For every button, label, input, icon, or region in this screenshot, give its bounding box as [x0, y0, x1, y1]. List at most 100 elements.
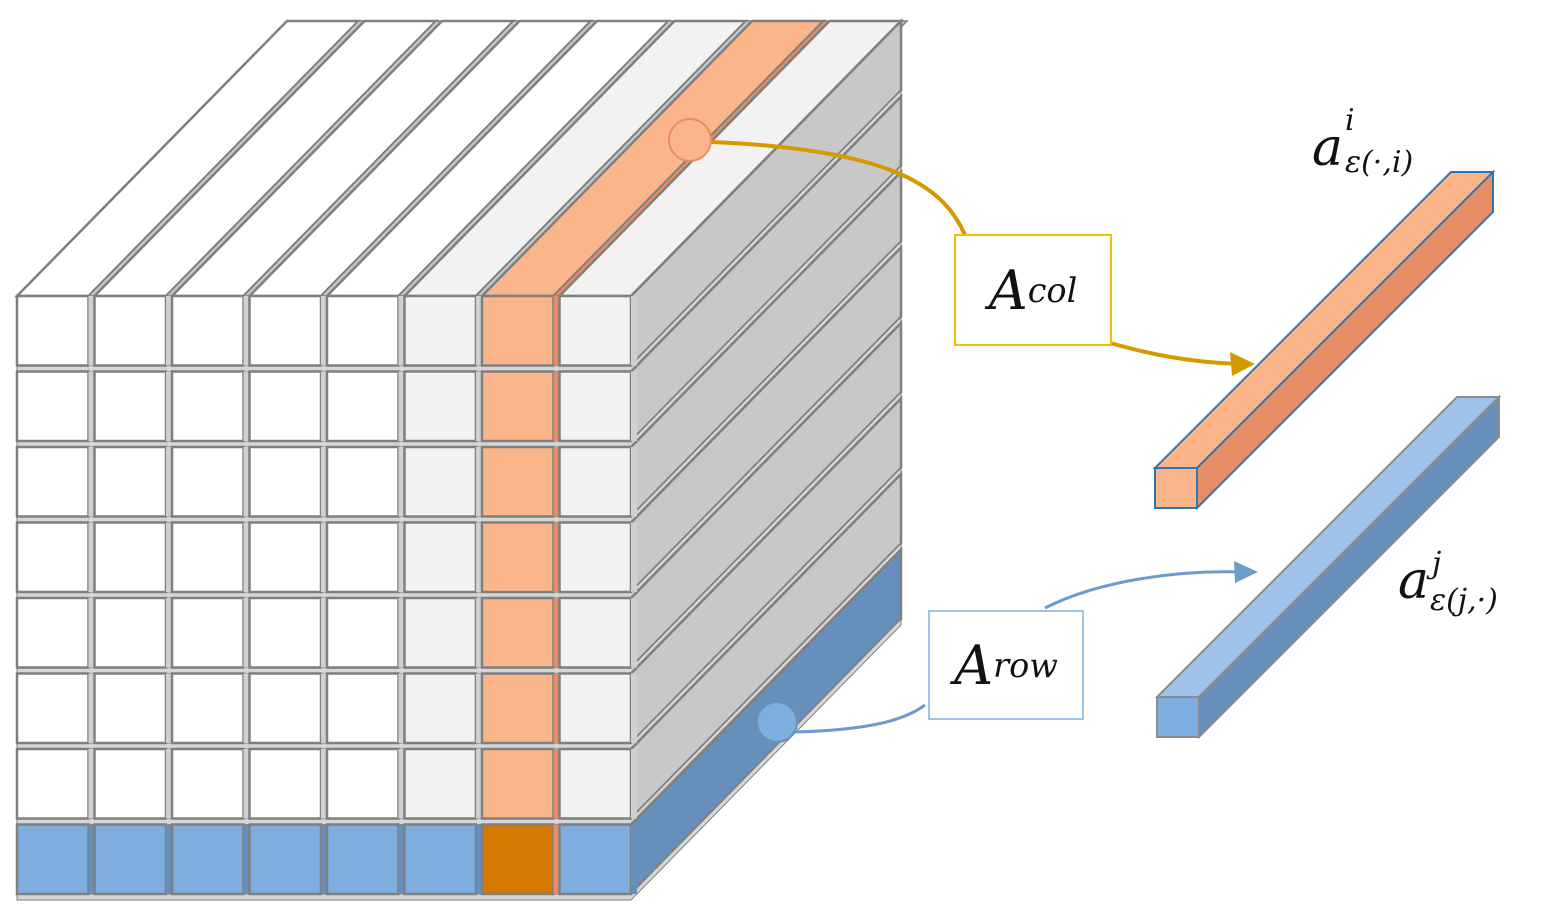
- cell-gap-r8-c7: [553, 824, 560, 894]
- col-vector-sub: ε(·,i): [1345, 145, 1413, 180]
- cell-gap-r3-c4: [321, 447, 327, 517]
- cell-gap-r5-c7: [553, 598, 560, 668]
- cell-r6-c5: [325, 672, 400, 745]
- cell-r4-c7: [480, 521, 555, 594]
- cell-r4-c1: [15, 521, 90, 594]
- cell-gap-r2-c3: [243, 371, 250, 441]
- cell-gap-r5-c6: [476, 598, 482, 668]
- cell-gap-r6-c3: [243, 673, 250, 743]
- cell-gap-r7-c1: [88, 749, 95, 819]
- cell-gap-r6-c7: [553, 673, 560, 743]
- cell-gap-r5-c8: [631, 598, 637, 668]
- cell-r7-c6: [403, 747, 478, 820]
- cell-gap-r6-c1: [88, 673, 95, 743]
- cell-gap-r3-c3: [243, 447, 250, 517]
- cell-r2-c2: [93, 370, 168, 443]
- cell-gap-r5-c3: [243, 598, 250, 668]
- cell-gap-r3-c6: [476, 447, 482, 517]
- cell-r6-c1: [15, 672, 90, 745]
- cell-gap-r6-c2: [166, 673, 172, 743]
- cell-r7-c3: [170, 747, 245, 820]
- cell-r1-c8: [558, 294, 633, 367]
- cell-r4-c5: [325, 521, 400, 594]
- cell-r1-c5: [325, 294, 400, 367]
- cell-r2-c1: [15, 370, 90, 443]
- cell-gap-r4-c8: [631, 522, 637, 592]
- cell-gap-r1-c5: [398, 296, 405, 366]
- cell-gap-r1-c3: [243, 296, 250, 366]
- cell-gap-r1-c7: [553, 296, 560, 366]
- cell-r5-c1: [15, 596, 90, 669]
- cell-gap-r7-c5: [398, 749, 405, 819]
- cell-r3-c2: [93, 445, 168, 518]
- cell-r8-c8: [558, 823, 633, 896]
- row-vector-sub: ε(j,·): [1430, 583, 1498, 618]
- cell-gap-r2-c4: [321, 371, 327, 441]
- cell-r2-c8: [558, 370, 633, 443]
- cell-gap-r1-c8: [631, 296, 637, 366]
- cell-r3-c8: [558, 445, 633, 518]
- cell-gap-r5-c1: [88, 598, 95, 668]
- cell-gap-r8-c8: [631, 824, 637, 894]
- cell-gap-r6-c5: [398, 673, 405, 743]
- cell-gap-r8-c2: [166, 824, 172, 894]
- cell-gap-r4-c6: [476, 522, 482, 592]
- cell-gap-r1-c6: [476, 296, 482, 366]
- cell-gap-r2-c5: [398, 371, 405, 441]
- cell-r5-c8: [558, 596, 633, 669]
- cell-gap-r6-c8: [631, 673, 637, 743]
- row-box-sub: row: [993, 645, 1058, 685]
- cell-r6-c3: [170, 672, 245, 745]
- cell-r7-c8: [558, 747, 633, 820]
- cell-r5-c4: [248, 596, 323, 669]
- cell-r1-c2: [93, 294, 168, 367]
- cell-gap-r7-c6: [476, 749, 482, 819]
- cell-r5-c3: [170, 596, 245, 669]
- cell-gap-r5-c5: [398, 598, 405, 668]
- col-vector-label: a: [1312, 118, 1343, 178]
- cell-gap-r7-c4: [321, 749, 327, 819]
- cell-r7-c7: [480, 747, 555, 820]
- cell-r4-c6: [403, 521, 478, 594]
- cell-r1-c3: [170, 294, 245, 367]
- cell-r4-c4: [248, 521, 323, 594]
- cell-gap-r5-c4: [321, 598, 327, 668]
- cell-r6-c8: [558, 672, 633, 745]
- cell-gap-r8-c4: [321, 824, 327, 894]
- column-connector-arrow: [711, 140, 967, 236]
- cell-gap-r2-c8: [631, 371, 637, 441]
- tensor-cube: [14, 17, 909, 901]
- cell-gap-r7-c2: [166, 749, 172, 819]
- cell-r1-c6: [403, 294, 478, 367]
- cell-gap-r3-c1: [88, 447, 95, 517]
- cell-r5-c2: [93, 596, 168, 669]
- cell-r8-c6: [403, 823, 478, 896]
- cell-r2-c7: [480, 370, 555, 443]
- cell-gap-r4-c5: [398, 522, 405, 592]
- column-point-marker: [668, 118, 712, 162]
- cell-gap-r8-c6: [476, 824, 482, 894]
- row-point-marker: [756, 701, 798, 743]
- cell-gap-r6-c4: [321, 673, 327, 743]
- cell-r7-c1: [15, 747, 90, 820]
- cell-gap-r7-c3: [243, 749, 250, 819]
- cell-r5-c7: [480, 596, 555, 669]
- cell-r5-c5: [325, 596, 400, 669]
- cell-r8-c3: [170, 823, 245, 896]
- cell-r6-c6: [403, 672, 478, 745]
- cell-gap-r2-c2: [166, 371, 172, 441]
- cell-r6-c4: [248, 672, 323, 745]
- cell-gap-r3-c5: [398, 447, 405, 517]
- column-arrowhead-icon: [1230, 352, 1255, 376]
- col-vector-sup: i: [1345, 103, 1355, 138]
- cell-r2-c4: [248, 370, 323, 443]
- cell-gap-r4-c2: [166, 522, 172, 592]
- cell-r3-c4: [248, 445, 323, 518]
- row-connector-arrow-tail: [1044, 570, 1243, 610]
- cell-r8-c1: [15, 823, 90, 896]
- row-vector-front: [1156, 696, 1200, 738]
- row-arrowhead-icon: [1234, 561, 1258, 583]
- cell-r1-c4: [248, 294, 323, 367]
- cell-gap-r5-c2: [166, 598, 172, 668]
